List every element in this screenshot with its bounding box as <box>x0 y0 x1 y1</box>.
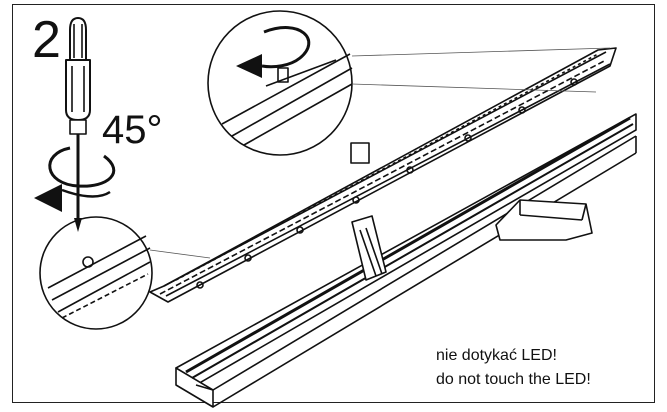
detail-magnifier-bottom <box>39 216 211 330</box>
warning-line-pl: nie dotykać LED! <box>436 347 557 364</box>
mounting-bracket <box>350 142 387 281</box>
cross-connector <box>495 199 593 241</box>
warning-note: nie dotykać LED! do not touch the LED! <box>436 344 591 392</box>
rotation-angle-label: 45° <box>102 108 163 152</box>
step-number: 2 <box>32 11 61 69</box>
rotate-arrow-icon <box>34 146 116 212</box>
warning-line-en: do not touch the LED! <box>436 371 591 388</box>
detail-magnifier-top <box>207 10 611 156</box>
housing-profile <box>175 113 637 408</box>
diagram-frame <box>12 4 655 403</box>
screwdriver-icon <box>65 17 91 232</box>
rotate-arrow-icon-top <box>236 26 311 78</box>
led-module <box>149 47 617 303</box>
